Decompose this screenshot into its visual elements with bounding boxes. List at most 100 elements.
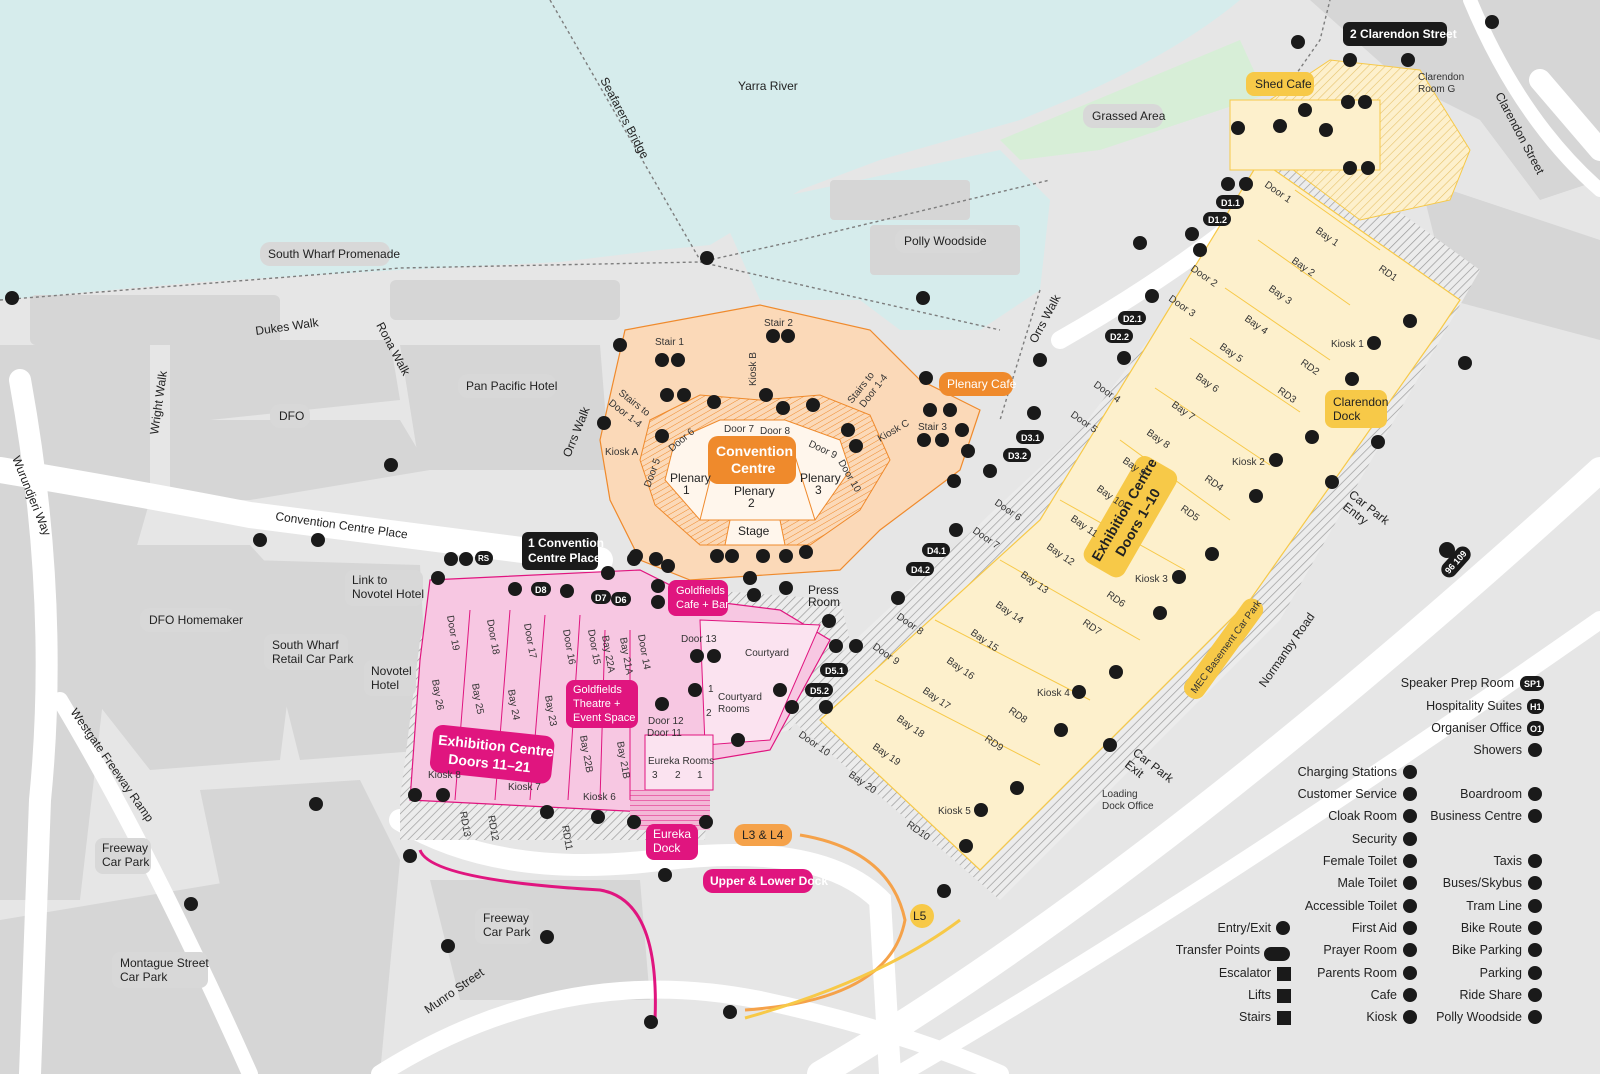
label-clarendon-dock-1: Clarendon — [1333, 395, 1388, 409]
label-convention-centre-1: Convention — [716, 443, 793, 459]
badge-d11: D1.1 — [1221, 198, 1240, 208]
legend-charging: Charging Stations — [1298, 765, 1397, 779]
bike-route-icon — [1528, 921, 1542, 935]
label-bay25: Bay 25 — [469, 683, 485, 716]
label-link-novotel-1: Link to — [352, 573, 388, 587]
l3l4-route — [744, 833, 907, 1012]
legend-showers: Showers — [1473, 743, 1522, 757]
label-plenary3-2: 3 — [815, 483, 822, 497]
legend-organiser-badge: O1 — [1530, 724, 1542, 734]
label-kiosk6: Kiosk 6 — [583, 792, 616, 803]
legend-cafe: Cafe — [1371, 988, 1397, 1002]
label-goldfields-theatre-1: Goldfields — [573, 684, 622, 696]
label-er1: 1 — [697, 770, 703, 781]
label-novotel-1: Novotel — [371, 664, 412, 678]
lift-icon — [1277, 989, 1291, 1003]
prayer-icon — [1403, 943, 1417, 957]
label-goldfields-cafe-2: Cafe + Bar — [676, 599, 729, 611]
door-badges: D1.1 D1.2 D2.1 D2.2 D3.1 D3.2 D4.1 D4.2 … — [475, 195, 1244, 697]
label-courtyard: Courtyard — [745, 648, 789, 659]
label-loading-dock-1: Loading — [1102, 789, 1138, 800]
legend-cloak-room: Cloak Room — [1328, 809, 1397, 823]
label-er2: 2 — [675, 770, 681, 781]
legend-customer-service: Customer Service — [1298, 787, 1397, 801]
badge-d12: D1.2 — [1208, 215, 1227, 225]
label-bay24: Bay 24 — [505, 689, 521, 722]
label-loading-dock-2: Dock Office — [1102, 801, 1154, 812]
stairs-icon — [1277, 1011, 1291, 1025]
label-kiosk2: Kiosk 2 — [1232, 457, 1265, 468]
footpaths — [0, 0, 1331, 421]
label-rd13: RD13 — [457, 811, 472, 839]
label-plenary2-2: 2 — [748, 496, 755, 510]
kiosk-icon — [1403, 1010, 1417, 1024]
badge-d7: D7 — [595, 593, 607, 603]
label-rd12: RD12 — [485, 815, 500, 843]
badge-d52: D5.2 — [810, 686, 829, 696]
label-kiosk7: Kiosk 7 — [508, 782, 541, 793]
parking-icon — [1528, 966, 1542, 980]
label-stage: Stage — [738, 524, 770, 538]
male-toilet-icon — [1403, 876, 1417, 890]
label-shed-cafe: Shed Cafe — [1255, 77, 1312, 91]
label-courtyard-rooms-2: Rooms — [718, 704, 750, 715]
yarra-river — [0, 0, 1240, 300]
label-freeway-car-park-b-1: Freeway — [483, 911, 529, 925]
label-stair2: Stair 2 — [764, 318, 793, 329]
label-polly-woodside-place: Polly Woodside — [904, 234, 987, 248]
business-icon — [1528, 809, 1542, 823]
label-l3l4: L3 & L4 — [742, 828, 784, 842]
label-plenary1-2: 1 — [683, 483, 690, 497]
badge-d41: D4.1 — [927, 546, 946, 556]
label-er3: 3 — [652, 770, 658, 781]
label-plenary-cafe: Plenary Cafe — [947, 377, 1017, 391]
label-south-wharf-car-park-1: South Wharf — [272, 638, 339, 652]
label-eureka-dock-1: Eureka — [653, 827, 691, 841]
parents-icon — [1403, 966, 1417, 980]
label-goldfields-cafe-1: Goldfields — [676, 585, 725, 597]
label-clarendon-dock-2: Dock — [1333, 409, 1361, 423]
label-press-room-1: Press — [808, 583, 839, 597]
label-conv-door8: Door 8 — [760, 426, 790, 437]
badge-d21: D2.1 — [1123, 314, 1142, 324]
badge-d22: D2.2 — [1110, 332, 1129, 342]
boardroom-icon — [1528, 787, 1542, 801]
label-goldfields-theatre-2: Theatre + — [573, 698, 620, 710]
label-door11: Door 11 — [647, 728, 682, 739]
label-kiosk-b: Kiosk B — [748, 352, 759, 386]
badge-d51: D5.1 — [825, 666, 844, 676]
label-dfo: DFO — [279, 409, 304, 423]
legend-escalator: Escalator — [1219, 966, 1271, 980]
label-press-room-2: Room — [808, 595, 840, 609]
tram-badge — [1441, 546, 1471, 578]
badge-d42: D4.2 — [911, 565, 930, 575]
label-stair1: Stair 1 — [655, 337, 684, 348]
label-door12: Door 12 — [648, 716, 684, 727]
legend-organiser: Organiser Office — [1431, 721, 1522, 735]
legend-speaker-prep: Speaker Prep Room — [1401, 676, 1514, 690]
label-yarra-river: Yarra River — [738, 79, 798, 93]
label-eureka-dock-2: Dock — [653, 841, 681, 855]
escalator-icon — [1277, 967, 1291, 981]
legend-bike-parking: Bike Parking — [1452, 943, 1522, 957]
legend-security: Security — [1352, 832, 1398, 846]
legend-prayer-room: Prayer Room — [1323, 943, 1397, 957]
label-freeway-car-park-2: Car Park — [102, 855, 150, 869]
accessible-icon — [1403, 899, 1417, 913]
legend-entry-exit: Entry/Exit — [1218, 921, 1272, 935]
info-icon — [1403, 787, 1417, 801]
grassed-area — [1000, 40, 1265, 160]
legend-transfer-points: Transfer Points — [1176, 943, 1260, 957]
label-kiosk3: Kiosk 3 — [1135, 574, 1168, 585]
badge-d31: D3.1 — [1021, 433, 1040, 443]
label-convention-centre-2: Centre — [731, 460, 776, 476]
label-link-novotel-2: Novotel Hotel — [352, 587, 424, 601]
label-clarendon-room-g-1: Clarendon — [1418, 72, 1464, 83]
transfer-icon — [1264, 947, 1290, 961]
tram-icon — [1528, 899, 1542, 913]
legend: Speaker Prep Room SP1 Hospitality Suites… — [1176, 546, 1544, 1025]
label-kiosk4: Kiosk 4 — [1037, 688, 1070, 699]
label-kiosk8: Kiosk 8 — [428, 770, 461, 781]
cafe-icon — [1403, 988, 1417, 1002]
label-2-clarendon-street: 2 Clarendon Street — [1350, 27, 1457, 41]
